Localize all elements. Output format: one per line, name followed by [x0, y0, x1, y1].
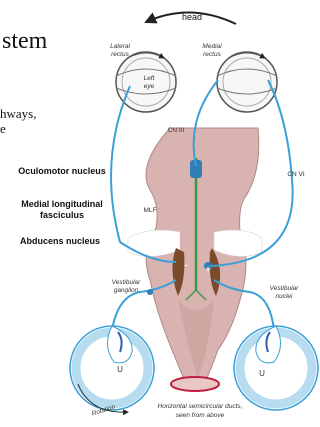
medial-rectus-label-1: Medial — [202, 43, 222, 50]
vestibular-nuclei-label-1: Vestibular — [270, 285, 299, 292]
brainstem-base — [171, 377, 219, 391]
white-lobe-left — [128, 230, 180, 257]
lateral-rectus-label-1: Lateral — [110, 43, 130, 50]
right-semicircular-duct — [234, 326, 318, 410]
left-eye-label-1: Left — [144, 75, 156, 82]
left-eye — [116, 52, 176, 112]
plus-sign: + — [205, 264, 210, 274]
utricle-left-label: U — [117, 365, 123, 374]
left-semicircular-duct — [70, 326, 154, 410]
ducts-caption-2: seen from above — [176, 412, 225, 419]
head-label: head — [182, 12, 202, 22]
mlf-label: MLF — [144, 207, 157, 214]
cn3-label: CN III — [168, 127, 185, 134]
vestibular-ganglion-label-2: ganglion — [114, 287, 139, 294]
minus-sign: - — [185, 260, 188, 270]
left-eye-label-2: eye — [144, 83, 155, 90]
lateral-rectus-label-2: rectus — [111, 51, 129, 58]
cn6-label: CN VI — [287, 171, 305, 178]
utricle-right-label: U — [259, 369, 265, 378]
medial-rectus-label-2: rectus — [203, 51, 221, 58]
white-lobe-right — [214, 230, 262, 257]
vestibular-nuclei-label-2: nuclei — [276, 293, 294, 300]
vestibular-ganglion — [147, 289, 153, 295]
ducts-caption-1: Horizontal semicircular ducts, — [158, 403, 243, 410]
vestibular-ganglion-label-1: Vestibular — [112, 279, 141, 286]
